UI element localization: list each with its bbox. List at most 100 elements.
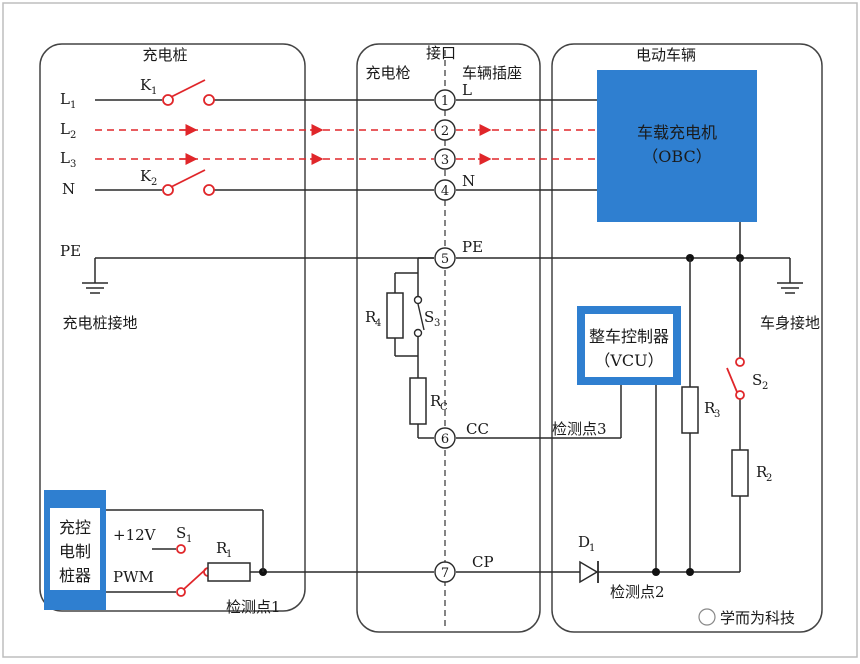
svg-text:1: 1 xyxy=(151,86,157,97)
svg-text:充控: 充控 xyxy=(59,518,91,537)
svg-text:（VCU）: （VCU） xyxy=(594,351,663,370)
svg-text:S: S xyxy=(176,524,186,542)
svg-text:S: S xyxy=(752,371,762,389)
svg-text:K: K xyxy=(140,167,152,185)
switch-k2: K 2 xyxy=(140,167,215,196)
svg-text:整车控制器: 整车控制器 xyxy=(589,327,669,346)
svg-text:2: 2 xyxy=(151,177,157,188)
svg-text:PWM: PWM xyxy=(113,568,154,586)
svg-text:L: L xyxy=(60,120,70,138)
svg-text:4: 4 xyxy=(441,184,449,199)
svg-text:3: 3 xyxy=(70,159,76,170)
charger-controller-box: 充控 电制 桩器 xyxy=(44,490,106,610)
svg-text:R: R xyxy=(756,463,768,481)
svg-text:3: 3 xyxy=(714,409,720,420)
svg-text:1: 1 xyxy=(441,94,449,109)
svg-text:2: 2 xyxy=(441,124,449,139)
resistor-r2: R 2 xyxy=(731,449,772,497)
svg-text:+12V: +12V xyxy=(113,526,157,544)
switch-s3: S 3 xyxy=(413,295,440,338)
pin-3: 3 xyxy=(434,148,456,170)
svg-text:1: 1 xyxy=(70,100,76,111)
svg-text:N: N xyxy=(62,180,75,198)
svg-text:1: 1 xyxy=(589,543,595,554)
station-panel xyxy=(39,43,306,612)
obc-box: 车载充电机 （OBC） xyxy=(597,70,757,222)
detect-point-2: 检测点2 xyxy=(610,583,665,601)
line-l3: L 3 xyxy=(60,149,597,170)
vehicle-title: 电动车辆 xyxy=(636,46,696,64)
line-n: N xyxy=(62,180,597,198)
pin-5: 5 xyxy=(434,247,456,269)
svg-text:C: C xyxy=(440,402,448,413)
svg-text:7: 7 xyxy=(441,566,449,581)
svg-text:K: K xyxy=(140,76,152,94)
switch-s1: S 1 xyxy=(176,524,213,597)
detect-point-3: 检测点3 xyxy=(552,420,607,438)
svg-text:R: R xyxy=(365,308,377,326)
supply-pwm: PWM xyxy=(106,568,176,593)
pin-6-label: CC xyxy=(466,420,489,438)
svg-text:6: 6 xyxy=(441,432,449,447)
interface-title: 接口 xyxy=(426,44,456,62)
supply-12v: +12V xyxy=(106,509,264,572)
pin-4: 4 xyxy=(434,179,456,201)
cc-circuit xyxy=(394,257,622,439)
svg-text:R: R xyxy=(216,539,228,557)
svg-text:电制: 电制 xyxy=(59,542,91,561)
svg-text:1: 1 xyxy=(186,534,192,545)
pin-7: 7 xyxy=(434,561,456,583)
svg-text:4: 4 xyxy=(375,318,381,329)
svg-text:（OBC）: （OBC） xyxy=(642,147,711,166)
pin-5-label: PE xyxy=(462,238,483,256)
resistor-r4: R 4 xyxy=(365,292,404,339)
diode-d1: D 1 xyxy=(578,533,599,584)
vehicle-wiring xyxy=(655,258,741,572)
resistor-r1: R 1 xyxy=(207,539,251,582)
pin-4-label: N xyxy=(462,172,475,190)
svg-text:2: 2 xyxy=(70,130,76,141)
resistor-r3: R 3 xyxy=(681,386,720,434)
svg-text:2: 2 xyxy=(766,473,772,484)
svg-text:R: R xyxy=(430,392,442,410)
svg-text:1: 1 xyxy=(226,549,232,560)
resistor-rc: R C xyxy=(409,377,448,425)
pin-1-label: L xyxy=(462,81,472,99)
switch-s2: S 2 xyxy=(726,357,768,400)
station-ground-label: 充电桩接地 xyxy=(62,314,137,332)
pin-1: 1 xyxy=(434,89,456,111)
watermark: 学而为科技 xyxy=(698,608,795,627)
svg-text:3: 3 xyxy=(441,153,449,168)
svg-text:L: L xyxy=(60,149,70,167)
vehicle-ground-label: 车身接地 xyxy=(760,314,820,332)
svg-text:PE: PE xyxy=(60,242,81,260)
interface-panel xyxy=(356,43,541,633)
svg-text:S: S xyxy=(424,308,434,326)
vehicle-panel xyxy=(551,43,823,633)
switch-k1: K 1 xyxy=(140,76,215,106)
pin-7-label: CP xyxy=(472,553,494,571)
line-cp xyxy=(250,568,740,576)
line-l2: L 2 xyxy=(60,120,597,141)
svg-text:D: D xyxy=(578,533,590,551)
line-l1: L 1 xyxy=(60,90,597,111)
svg-text:L: L xyxy=(60,90,70,108)
svg-text:5: 5 xyxy=(441,252,449,267)
station-title: 充电桩 xyxy=(142,46,187,64)
svg-text:车载充电机: 车载充电机 xyxy=(637,123,717,142)
svg-text:3: 3 xyxy=(434,318,440,329)
socket-title: 车辆插座 xyxy=(462,64,522,82)
pin-6: 6 xyxy=(434,427,456,449)
svg-text:2: 2 xyxy=(762,381,768,392)
vcu-box: 整车控制器 （VCU） xyxy=(577,306,681,385)
svg-text:R: R xyxy=(704,399,716,417)
wechat-icon xyxy=(698,608,716,626)
detect-point-1: 检测点1 xyxy=(226,598,281,616)
svg-text:学而为科技: 学而为科技 xyxy=(720,609,795,627)
svg-text:桩器: 桩器 xyxy=(59,566,91,585)
gun-title: 充电枪 xyxy=(365,64,410,82)
pin-2: 2 xyxy=(434,119,456,141)
